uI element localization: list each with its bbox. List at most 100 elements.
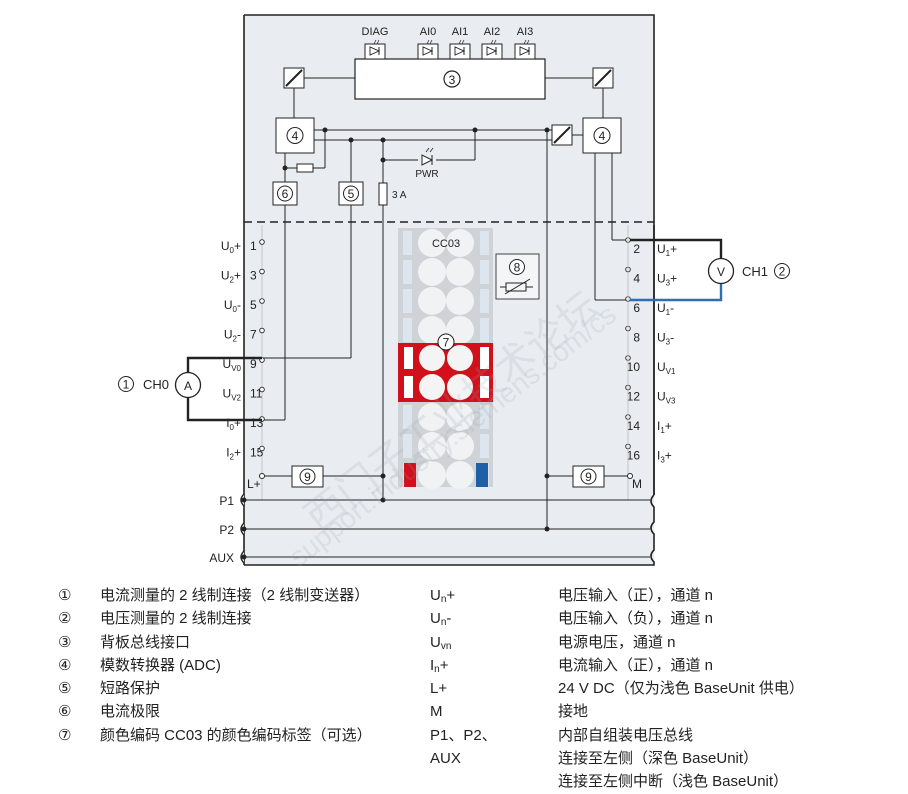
legend-symbol [430, 770, 558, 793]
svg-text:A: A [184, 379, 192, 393]
lplus-filter-box: 9 L+ [247, 465, 386, 491]
m-filter-box: 9 M [544, 465, 642, 491]
legend-number: ③ [58, 632, 72, 651]
terminal-14[interactable]: 14 I1+ [625, 414, 672, 435]
svg-text:L+: L+ [247, 477, 261, 491]
legend-text: 电压测量的 2 线制连接 [100, 610, 252, 628]
legend-text: 模数转换器 (ADC) [100, 656, 221, 674]
svg-text:I0+: I0+ [226, 416, 241, 432]
bus-p2: P2 [219, 522, 650, 537]
svg-text:9: 9 [250, 357, 257, 371]
svg-text:4: 4 [292, 129, 299, 143]
cc03-label: CC03 [432, 238, 460, 250]
legend-item: ⑥ 电流极限 [58, 700, 372, 723]
bus-p1: P1 [219, 493, 650, 508]
legend-description: 电压输入（正），通道 n [558, 587, 714, 604]
terminal-15[interactable]: I2+15 [226, 446, 265, 462]
svg-text:I2+: I2+ [226, 446, 241, 462]
isolator-right [545, 67, 614, 118]
terminal-7[interactable]: U2-7 [224, 328, 265, 344]
legend-symbol: Un+ [430, 587, 456, 605]
svg-text:U2+: U2+ [221, 269, 241, 285]
svg-text:3: 3 [449, 73, 456, 87]
svg-text:5: 5 [348, 187, 355, 201]
svg-text:14: 14 [627, 419, 641, 433]
svg-text:1: 1 [123, 378, 130, 392]
legend-text: 电流极限 [100, 703, 161, 721]
legend-symbol-item: M 接地 [430, 700, 804, 723]
svg-text:9: 9 [585, 470, 592, 484]
svg-text:UV1: UV1 [657, 360, 676, 376]
svg-text:AUX: AUX [209, 551, 234, 565]
svg-text:CH0: CH0 [143, 377, 169, 392]
svg-text:UV3: UV3 [657, 390, 676, 406]
svg-text:5: 5 [250, 298, 257, 312]
svg-text:U0+: U0+ [221, 239, 241, 255]
legend-symbol-item: P1、P2、内部自组装电压总线 [430, 724, 804, 747]
fuse: 3 A [378, 182, 407, 206]
cc03-blue-marker [476, 463, 488, 487]
legend-symbol-item: Un+ 电压输入（正），通道 n [430, 584, 804, 607]
terminal-9[interactable]: UV0 9 [223, 357, 265, 373]
backplane-interface: 3 [354, 58, 546, 100]
legend-description: 接地 [558, 703, 589, 721]
current-limit-box: 6 [272, 181, 298, 206]
svg-text:V: V [717, 265, 725, 279]
svg-text:4: 4 [633, 272, 640, 286]
legend-number: ② [58, 609, 72, 628]
terminal-3[interactable]: U2+3 [221, 269, 265, 285]
legend-symbol-item: Un-电压输入（负），通道 n [430, 607, 804, 630]
short-circuit-box: 5 [338, 181, 364, 206]
svg-text:CH1: CH1 [742, 264, 768, 279]
terminal-1[interactable]: U0+ 1 [221, 239, 265, 255]
svg-text:6: 6 [633, 301, 640, 315]
terminal-5[interactable]: U0- 5 [224, 298, 265, 314]
svg-text:U2-: U2- [224, 328, 241, 344]
svg-text:U1-: U1- [657, 301, 674, 317]
legend-description: 电源电压，通道 n [558, 633, 676, 651]
legend-description: 连接至左侧中断（浅色 BaseUnit） [558, 773, 789, 791]
led-label: AI0 [420, 26, 437, 38]
svg-text:I1+: I1+ [657, 419, 672, 435]
junction-dots [282, 127, 550, 171]
svg-text:UV2: UV2 [223, 387, 242, 403]
ch0-ammeter-connection[interactable]: A 1 CH0 [118, 356, 263, 422]
svg-text:U0-: U0- [224, 298, 241, 314]
svg-text:2: 2 [633, 242, 640, 256]
cc03-red-marker [404, 463, 416, 487]
cc03-red-band [398, 343, 493, 402]
svg-text:3 A: 3 A [392, 190, 407, 201]
svg-text:U1+: U1+ [657, 242, 677, 258]
svg-text:7: 7 [443, 336, 450, 350]
svg-text:1: 1 [250, 239, 257, 253]
legend-symbol: Uvn [430, 633, 452, 652]
legend-number: ⑥ [58, 702, 72, 721]
legend-item: ② 电压测量的 2 线制连接 [58, 607, 372, 630]
svg-text:UV0: UV0 [223, 357, 242, 373]
legend-symbol: AUX [430, 750, 461, 768]
led-label: AI2 [484, 26, 501, 38]
legend-description: 电压输入（负），通道 n [558, 610, 714, 628]
legend-symbol-item: 连接至左侧中断（浅色 BaseUnit） [430, 770, 804, 793]
legend-symbol: P1、P2、 [430, 726, 497, 744]
legend-symbol: M [430, 703, 443, 721]
ch1-voltmeter-connection[interactable]: V CH1 2 [630, 238, 790, 302]
legend-symbol: L+ [430, 680, 448, 698]
legend-symbol-item: In+电流输入（正），通道 n [430, 654, 804, 677]
svg-text:M: M [632, 477, 642, 491]
isolator-left [283, 67, 355, 118]
isolator-mid [551, 124, 583, 146]
legend-number: ① [58, 586, 72, 604]
led-label: AI3 [517, 26, 534, 38]
led-ai0: AI0 [417, 26, 439, 60]
